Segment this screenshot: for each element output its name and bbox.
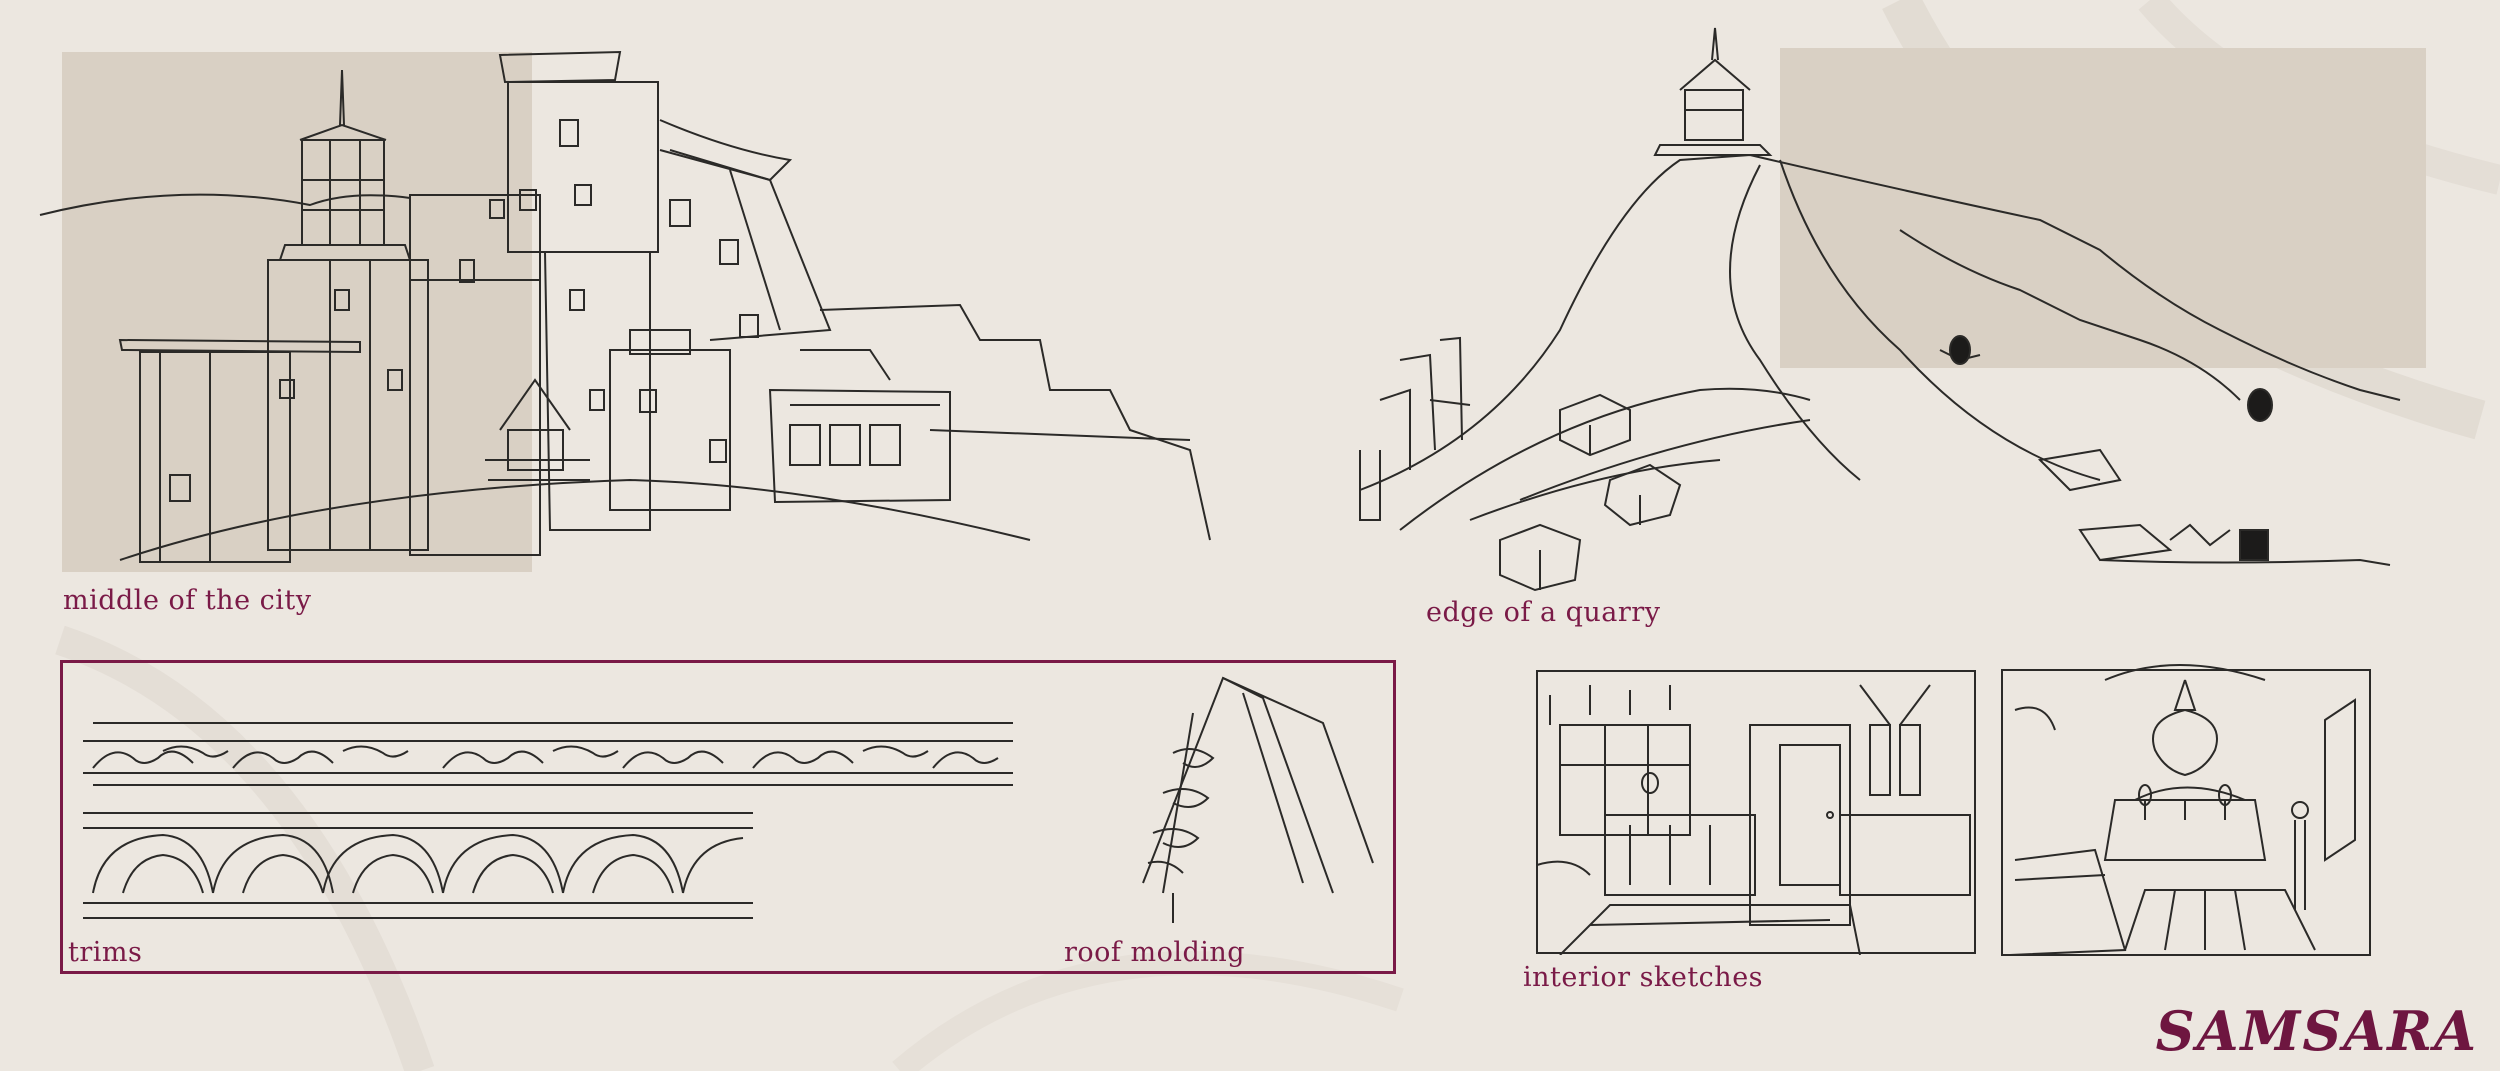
quarry-panel-background (1780, 48, 2426, 368)
trims-frame (60, 660, 1396, 974)
caption-interior: interior sketches (1523, 962, 1764, 993)
caption-city: middle of the city (63, 585, 312, 616)
caption-roof-molding: roof molding (1064, 937, 1246, 968)
caption-trims: trims (68, 937, 143, 968)
samsara-logo: SAMSARA (2155, 999, 2478, 1063)
trims-sketch (63, 663, 1393, 963)
quarry-sketch (1340, 20, 2420, 600)
interior-sketch-right (1995, 660, 2375, 960)
city-sketch (30, 30, 1290, 590)
caption-quarry: edge of a quarry (1426, 597, 1661, 628)
interior-sketch-left (1530, 665, 1980, 955)
